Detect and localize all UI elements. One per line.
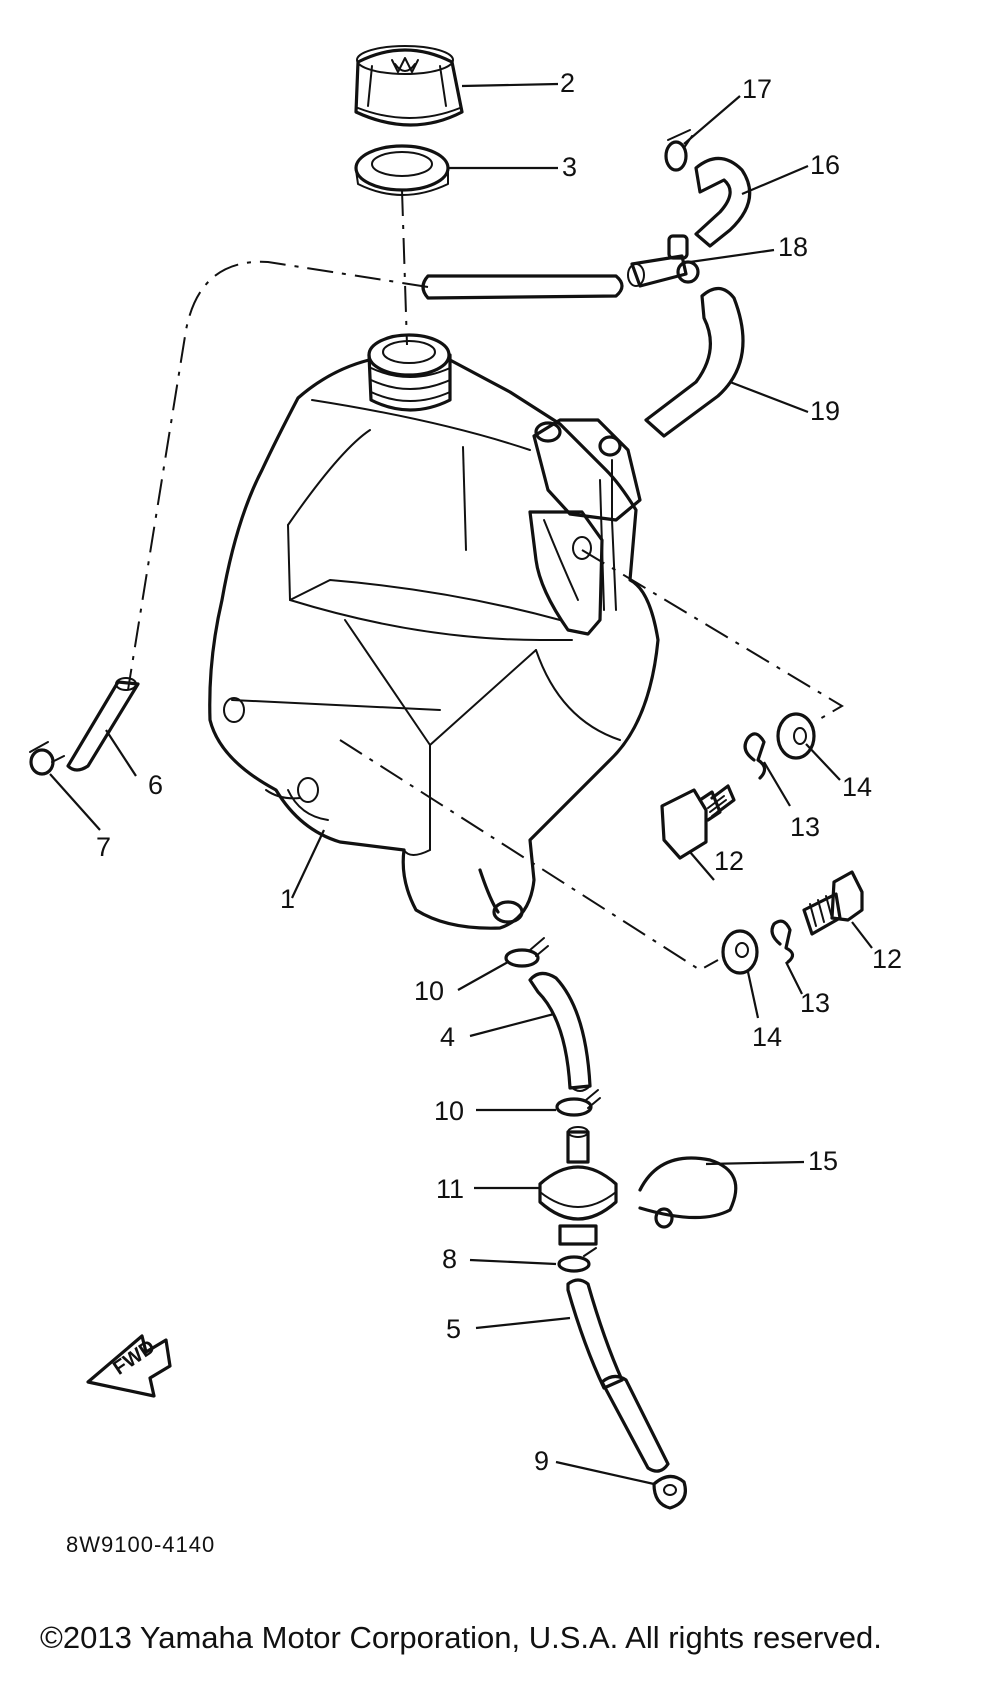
- hose-clip-bottom: [652, 1474, 687, 1510]
- fuel-hose-upper: [528, 971, 592, 1092]
- hose-clip-side: [29, 741, 65, 776]
- callout-6: 6: [148, 770, 163, 800]
- bolt-alignment-line-lower: [339, 739, 719, 972]
- lock-washer-lower: [770, 919, 795, 964]
- fuel-tank: [208, 333, 660, 930]
- fuel-cap: [354, 45, 464, 127]
- callout-5: 5: [446, 1314, 461, 1344]
- callout-16: 16: [810, 150, 840, 180]
- forward-arrow-icon: FWD: [86, 1334, 172, 1398]
- lock-washer-upper: [743, 732, 767, 780]
- callout-11: 11: [436, 1174, 464, 1204]
- cap-gasket: [354, 144, 450, 196]
- callout-14a: 14: [842, 772, 872, 802]
- bolt-lower: [802, 870, 864, 936]
- diagram-code: 8W9100-4140: [66, 1532, 215, 1557]
- callout-19: 19: [810, 396, 840, 426]
- callout-17: 17: [742, 74, 772, 104]
- bolt-upper: [660, 784, 736, 860]
- callout-14b: 14: [752, 1022, 782, 1052]
- callout-13a: 13: [790, 812, 820, 842]
- callout-3: 3: [562, 152, 577, 182]
- callout-2: 2: [560, 68, 575, 98]
- callout-15: 15: [808, 1146, 838, 1176]
- callout-13b: 13: [800, 988, 830, 1018]
- bolt-alignment-line-upper: [581, 549, 844, 721]
- cap-alignment-line: [401, 189, 408, 346]
- callout-7: 7: [96, 832, 111, 862]
- fuel-hose-lower: [566, 1278, 670, 1473]
- t-joint: [627, 234, 700, 288]
- breather-hose-upright: [694, 156, 752, 248]
- callout-labels: 1 2 3 4 5 6 7 8 9 10 10 11 12 12 13 13 1…: [96, 68, 902, 1476]
- callout-18: 18: [778, 232, 808, 262]
- callout-12b: 12: [872, 944, 902, 974]
- callout-1: 1: [280, 884, 295, 914]
- washer-lower: [721, 929, 759, 975]
- callout-10a: 10: [414, 976, 444, 1006]
- hose-routing-line: [127, 260, 429, 691]
- callout-12a: 12: [714, 846, 744, 876]
- filter-clamp: [638, 1156, 738, 1229]
- breather-hose-lower: [644, 286, 745, 438]
- washer-upper: [776, 712, 816, 760]
- hose-clip-lower: [555, 1089, 601, 1117]
- callout-8: 8: [442, 1244, 457, 1274]
- fuel-filter: [538, 1126, 618, 1246]
- callout-4: 4: [440, 1022, 455, 1052]
- hose-clip-filter: [557, 1247, 597, 1273]
- hose-clip-top: [664, 129, 693, 172]
- callout-9: 9: [534, 1446, 549, 1476]
- vent-hose-side: [66, 677, 140, 772]
- breather-hose-top: [421, 274, 624, 300]
- leader-lines: [49, 82, 873, 1486]
- copyright-notice: ©2013 Yamaha Motor Corporation, U.S.A. A…: [40, 1620, 882, 1655]
- hose-clip-upper: [504, 937, 549, 968]
- callout-10b: 10: [434, 1096, 464, 1126]
